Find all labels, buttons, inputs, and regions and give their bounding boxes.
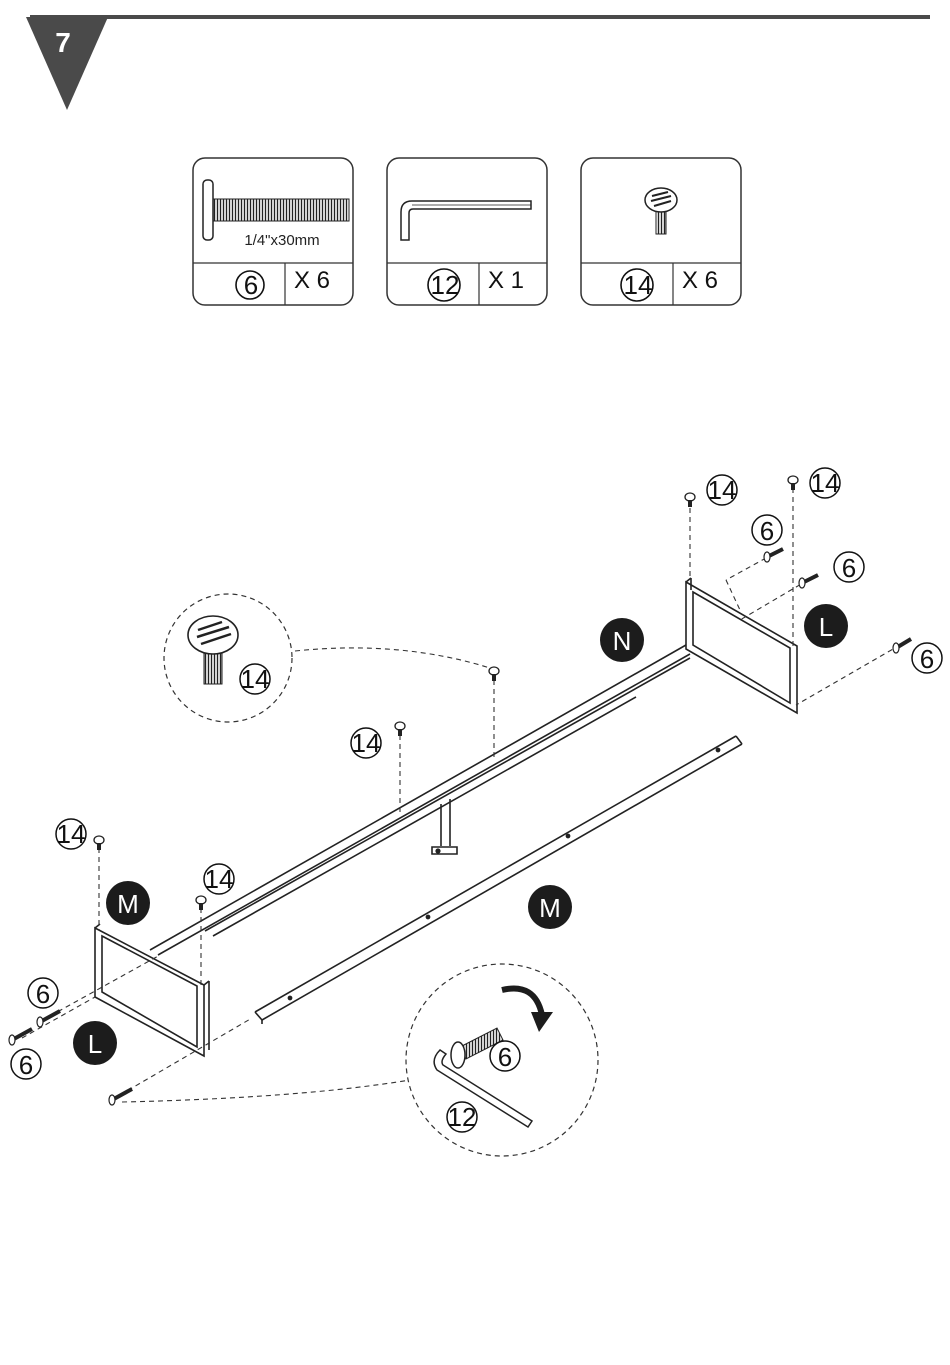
- label-m-left: M: [106, 881, 150, 925]
- detail-cap-nut: [164, 594, 292, 722]
- svg-text:14: 14: [352, 728, 381, 758]
- callout-detail-key: 12: [447, 1102, 477, 1132]
- cap-nut-center: [489, 667, 499, 681]
- svg-text:6: 6: [498, 1042, 512, 1072]
- cap-nut-icon: [645, 188, 677, 234]
- callout-nut-top-right: 14: [810, 468, 840, 498]
- part-box-allen-key: 12 X 1: [387, 158, 547, 305]
- svg-text:14: 14: [205, 864, 234, 894]
- svg-text:14: 14: [57, 819, 86, 849]
- svg-text:6: 6: [19, 1050, 33, 1080]
- svg-text:M: M: [539, 893, 561, 923]
- bolt-right-mid: [799, 575, 818, 588]
- svg-text:N: N: [613, 626, 632, 656]
- callout-bolt-upper-right: 6: [752, 515, 782, 546]
- cap-nut-top-left: [685, 493, 695, 507]
- label-l-right: L: [804, 604, 848, 648]
- callout-nut-center: 14: [351, 728, 381, 758]
- svg-text:6: 6: [36, 979, 50, 1009]
- cap-nut-quantity: X 6: [682, 267, 718, 294]
- callout-detail-nut: 14: [240, 664, 270, 694]
- callout-nut-left-inner: 14: [204, 864, 234, 894]
- parts-list: 1/4"x30mm 6 X 6 12 X 1: [193, 158, 741, 305]
- bolt-front-left: [109, 1089, 132, 1105]
- allen-key-part-number: 12: [431, 270, 460, 300]
- callout-nut-left-top: 14: [56, 819, 86, 849]
- callout-bolt-left-lower: 6: [11, 1049, 41, 1080]
- callout-nut-top-left: 14: [707, 475, 737, 505]
- cap-nut-mid-left: [395, 722, 405, 736]
- label-l-left: L: [73, 1021, 117, 1065]
- callout-bolt-right-far: 6: [912, 643, 942, 674]
- allen-key-quantity: X 1: [488, 267, 524, 294]
- svg-text:14: 14: [241, 664, 270, 694]
- allen-key-icon: [401, 201, 531, 240]
- part-box-bolt: 1/4"x30mm 6 X 6: [193, 158, 353, 305]
- bolt-spec: 1/4"x30mm: [244, 232, 319, 249]
- svg-text:12: 12: [448, 1102, 477, 1132]
- svg-text:6: 6: [920, 644, 934, 674]
- svg-text:6: 6: [842, 553, 856, 583]
- cap-nut-top-right: [788, 476, 798, 490]
- svg-text:14: 14: [708, 475, 737, 505]
- bolt-upper-right: [764, 549, 783, 562]
- cap-nut-left-top: [94, 836, 104, 850]
- right-end-frame: [686, 578, 797, 713]
- part-box-cap-nut: 14 X 6: [581, 158, 741, 305]
- label-m-front: M: [528, 885, 572, 929]
- svg-text:L: L: [88, 1029, 102, 1059]
- cap-nut-left-inner: [196, 896, 206, 910]
- bolt-icon: [203, 180, 349, 240]
- svg-text:L: L: [819, 612, 833, 642]
- bolt-left-lower: [9, 1029, 32, 1045]
- svg-text:M: M: [117, 889, 139, 919]
- svg-text:14: 14: [811, 468, 840, 498]
- center-support: [432, 799, 457, 854]
- svg-text:6: 6: [760, 516, 774, 546]
- step-number: 7: [55, 27, 71, 58]
- cap-nut-part-number: 14: [624, 270, 653, 300]
- bolt-right-far: [893, 639, 911, 653]
- label-n: N: [600, 618, 644, 662]
- bolt-quantity: X 6: [294, 267, 330, 294]
- callout-bolt-left-upper: 6: [28, 978, 58, 1009]
- step-header: 7: [26, 17, 930, 110]
- callout-bolt-right-mid: 6: [834, 552, 864, 583]
- bolt-part-number: 6: [244, 270, 258, 300]
